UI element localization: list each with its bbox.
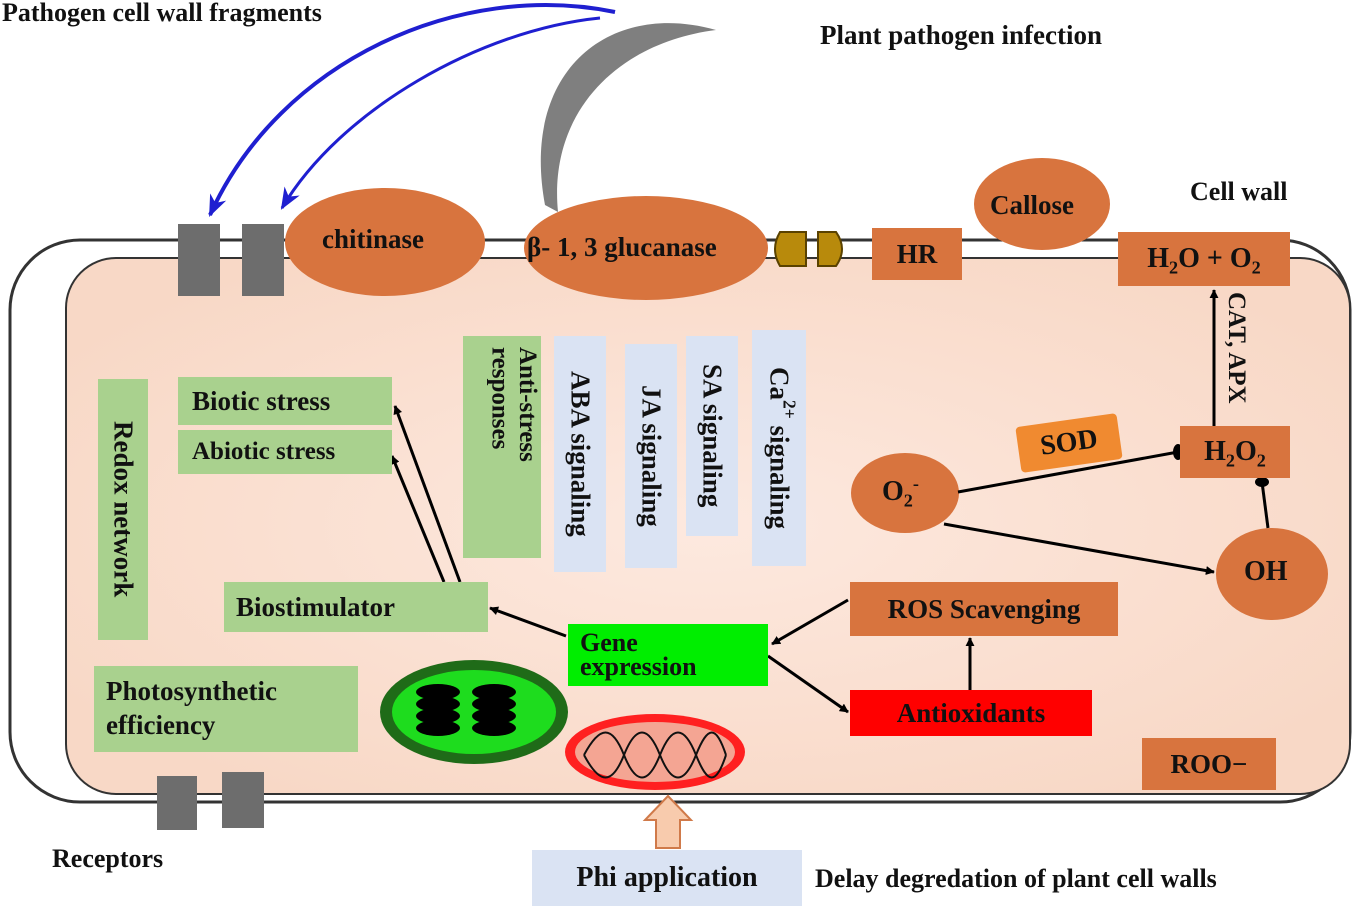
abiotic-stress-box: Abiotic stress — [178, 430, 392, 474]
o2-label: O2- — [882, 473, 919, 511]
ja-signaling-box: JA signaling — [625, 344, 677, 568]
callose-label: Callose — [990, 190, 1074, 220]
fragments-label: Pathogen cell wall fragments — [2, 0, 322, 27]
biotic-stress-label: Biotic stress — [192, 385, 331, 416]
oh-label: OH — [1244, 556, 1288, 587]
cell-wall-label: Cell wall — [1190, 177, 1288, 206]
h2o-o2-box: H2O + O2 — [1118, 232, 1290, 286]
gene-expression-box: Gene expression — [568, 624, 768, 686]
glucanase-label: β- 1, 3 glucanase — [527, 232, 717, 262]
antioxidants-label: Antioxidants — [896, 697, 1046, 728]
dna-helix-b — [583, 731, 727, 779]
fragment-arrow-1 — [208, 3, 616, 218]
biostimulator-box: Biostimulator — [224, 582, 488, 632]
sod-label: SOD — [1038, 423, 1100, 462]
arrow-o2-to-oh — [943, 522, 1215, 576]
phi-application-label: Phi application — [576, 862, 758, 893]
pathogen-crescent — [540, 23, 716, 212]
pathogen-infection-title: Plant pathogen infection — [820, 20, 1103, 50]
phi-application-box: Phi application — [532, 850, 802, 906]
dna-ellipse-inner — [575, 722, 735, 782]
arrow-biostim-to-biotic — [393, 405, 462, 583]
glucanase-ellipse — [524, 196, 768, 300]
arrow-gene-to-biostim — [489, 606, 567, 638]
antioxidants-box: Antioxidants — [850, 690, 1092, 736]
photosynthetic-label: Photosynthetic efficiency — [106, 676, 277, 740]
ion-channel-left — [774, 231, 807, 267]
anti-stress-label: Anti-stress responses — [486, 347, 542, 462]
redox-network-box: Redox network — [98, 379, 148, 640]
fragment-arrow-2 — [280, 16, 601, 210]
biostimulator-label: Biostimulator — [236, 591, 395, 622]
roo-label: ROO− — [1170, 748, 1248, 779]
chitinase-ellipse — [285, 188, 485, 296]
receptor-top-2 — [242, 224, 284, 296]
ca-signaling-box: Ca2+ signaling — [752, 330, 806, 566]
oh-circle — [1216, 528, 1328, 620]
ja-signaling-label: JA signaling — [636, 385, 667, 527]
phi-up-arrow — [642, 794, 694, 849]
h2o-o2-label: H2O + O2 — [1147, 243, 1261, 278]
ion-channel-right — [817, 231, 843, 267]
receptors-label: Receptors — [52, 844, 164, 873]
link-oh-h2o2-end — [1255, 477, 1269, 487]
hr-label: HR — [896, 238, 938, 269]
arrow-gene-to-antiox — [767, 654, 849, 714]
thylakoid-stack-right — [472, 684, 516, 736]
chitinase-label: chitinase — [322, 224, 425, 254]
ca-signaling-label: Ca2+ signaling — [764, 366, 800, 530]
redox-network-label: Redox network — [108, 421, 139, 598]
arrow-scav-to-gene — [771, 598, 849, 646]
receptor-bottom-2 — [222, 772, 264, 828]
aba-signaling-box: ABA signaling — [554, 336, 606, 572]
ros-scavenging-box: ROS Scavenging — [850, 582, 1118, 636]
roo-box: ROO− — [1142, 738, 1276, 790]
photosynthetic-box: Photosynthetic efficiency — [94, 666, 358, 752]
anti-stress-box: Anti-stress responses — [463, 336, 541, 558]
ros-scavenging-label: ROS Scavenging — [887, 593, 1081, 624]
receptor-bottom-1 — [157, 776, 197, 830]
cat-apx-label: CAT, APX — [1223, 292, 1250, 404]
receptor-top-1 — [178, 224, 220, 296]
thylakoid-stack-left — [416, 684, 460, 736]
biotic-stress-box: Biotic stress — [178, 377, 392, 425]
h2o2-box: H2O2 — [1180, 426, 1290, 478]
arrow-biostim-to-abiotic — [390, 455, 446, 583]
chloroplast-inner — [392, 670, 556, 754]
link-o2-to-h2o2 — [957, 450, 1179, 494]
hr-box: HR — [872, 228, 962, 280]
sa-signaling-box: SA signaling — [686, 336, 738, 536]
h2o2-label: H2O2 — [1204, 436, 1266, 471]
aba-signaling-label: ABA signaling — [565, 371, 596, 537]
o2-circle — [851, 453, 959, 533]
sa-signaling-label: SA signaling — [697, 364, 728, 508]
delay-degradation-label: Delay degredation of plant cell walls — [815, 864, 1217, 893]
callose-ellipse — [974, 158, 1110, 250]
link-oh-to-h2o2 — [1260, 481, 1270, 529]
abiotic-stress-label: Abiotic stress — [192, 438, 336, 465]
gene-expression-label: Gene expression — [580, 628, 697, 681]
